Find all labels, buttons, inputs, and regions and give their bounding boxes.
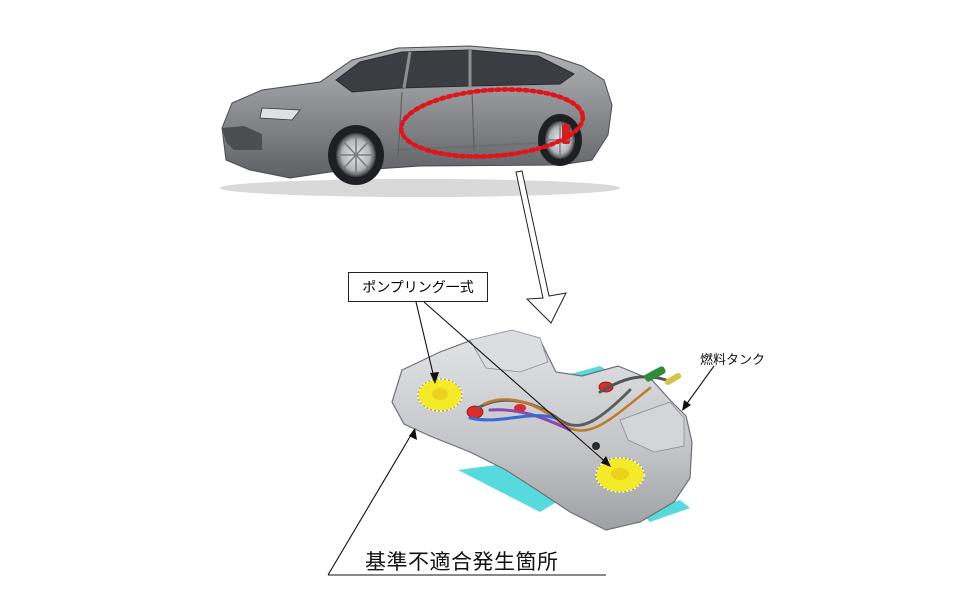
car-headlight [259, 107, 301, 121]
highlight-ellipse [398, 87, 586, 159]
tank-hump [469, 329, 549, 373]
arrowhead-pump-left [430, 372, 439, 384]
arrowhead-defect [409, 428, 417, 440]
car-a-pillar [402, 51, 412, 89]
cyan-flange-left [458, 462, 560, 512]
pump-ring-label-box: ポンプリング一式 [348, 272, 488, 302]
car-grille [222, 126, 262, 150]
leader-pump-right [423, 301, 610, 466]
car-door-line [471, 89, 475, 151]
arrowheads [409, 372, 691, 467]
fuel-tank-illustration [391, 329, 693, 531]
leader-defect [327, 429, 415, 576]
leader-pump-left [415, 301, 436, 383]
fuel-tank-label: 燃料タンク [700, 353, 766, 368]
arrowhead-pump-right [601, 456, 611, 467]
pump-ring-right [595, 457, 645, 493]
pump-ring-left [417, 378, 463, 412]
car-illustration [220, 45, 620, 197]
cyan-flange-right [640, 500, 690, 522]
car-windows [335, 49, 575, 93]
car-front-wheel [328, 125, 384, 185]
pump-ring-label: ポンプリング一式 [362, 280, 474, 296]
arrowhead-fuel-tank [682, 400, 691, 411]
defect-location-label: 基準不適合発生箇所 [365, 550, 559, 574]
tank-fitting [592, 442, 600, 450]
tank-raised-panel [619, 401, 685, 453]
filler-neck-yellow [664, 373, 682, 385]
leader-fuel-tank [682, 365, 715, 410]
car-shadow [220, 179, 620, 197]
hollow-down-arrow [515, 170, 567, 324]
filler-neck-green [644, 366, 666, 382]
leader-lines [327, 301, 715, 576]
